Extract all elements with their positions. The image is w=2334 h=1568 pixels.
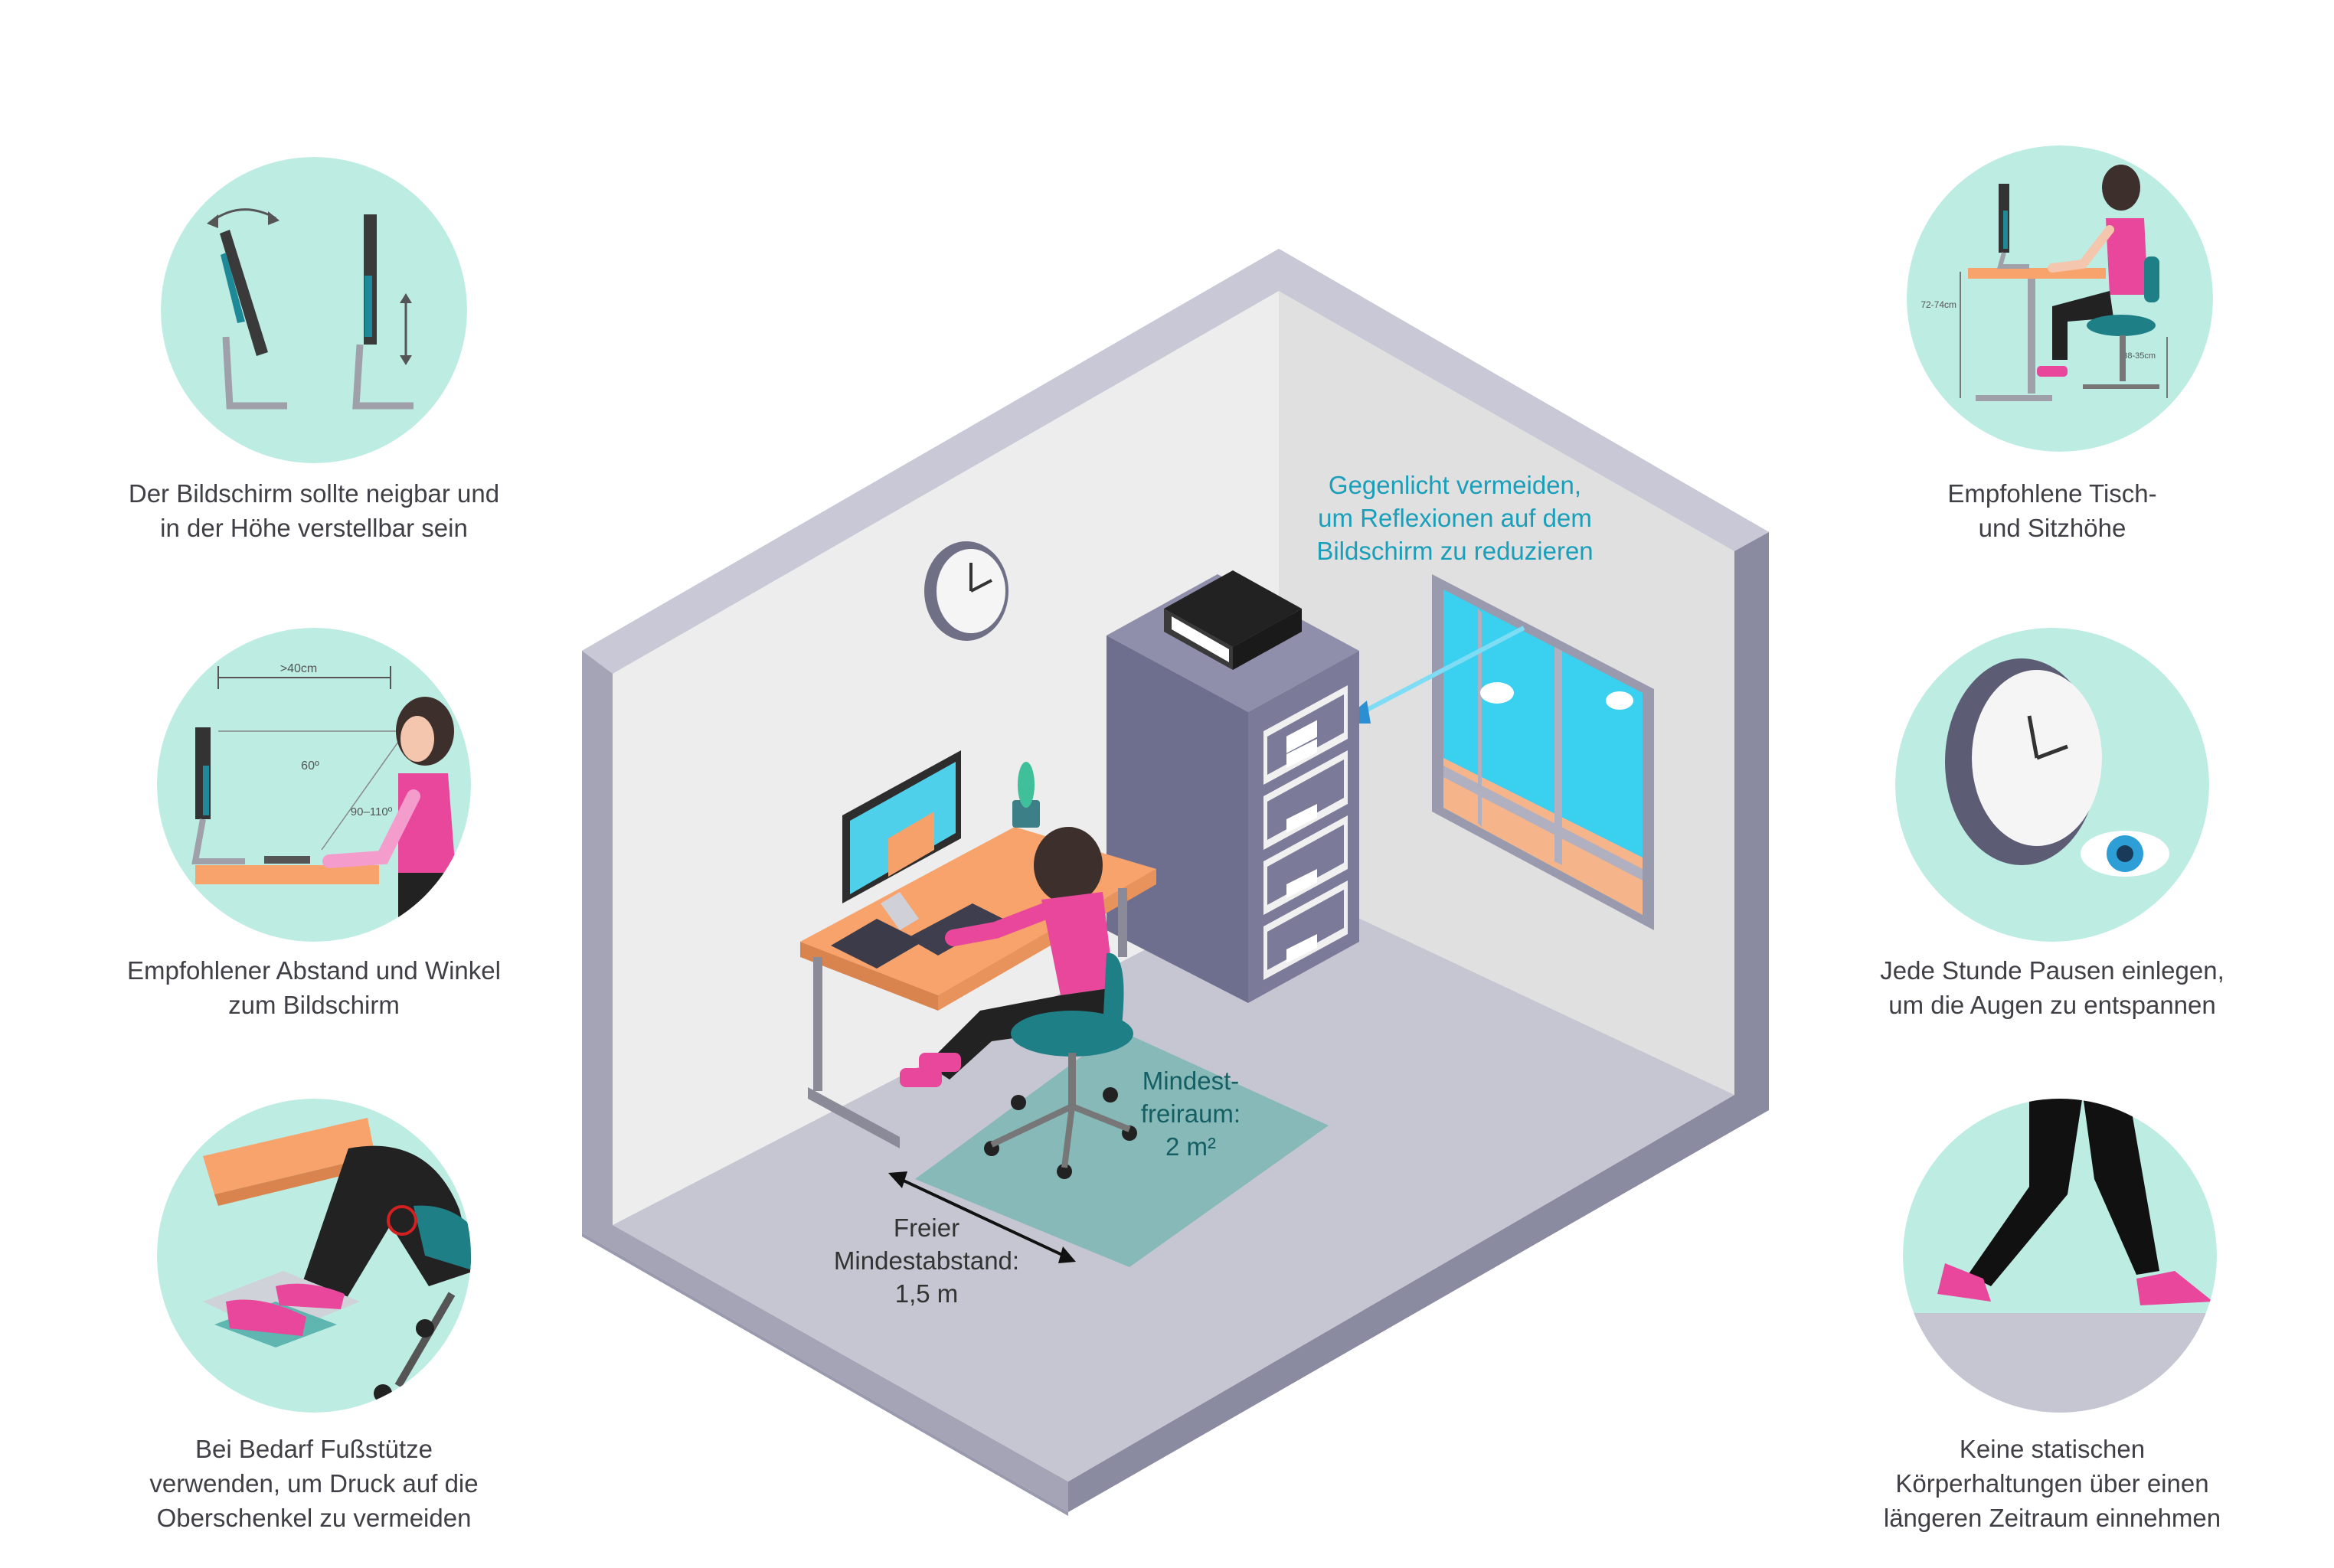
table-height-illustration: 72-74cm 38-35cm xyxy=(1907,145,2213,452)
desk-monitor-icon xyxy=(842,750,961,930)
monitor-adjust-illustration xyxy=(161,157,467,463)
walking-illustration xyxy=(1903,1099,2217,1413)
office-chair-icon xyxy=(984,952,1137,1179)
plant-icon xyxy=(1012,762,1040,828)
room-frame-right xyxy=(1068,249,1769,1512)
caption-monitor-adjust: Der Bildschirm sollte neigbar und in der… xyxy=(128,479,500,542)
free-space-mat xyxy=(915,1030,1329,1267)
distance-angle-illustration: >40cm 60º 90–110º xyxy=(157,628,471,942)
caption-footrest: Bei Bedarf Fußstütze verwenden, um Druck… xyxy=(149,1435,479,1532)
eye-icon xyxy=(2081,831,2169,877)
caption-distance-angle: Empfohlener Abstand und Winkel zum Bilds… xyxy=(127,956,501,1019)
tablet-icon xyxy=(831,919,923,969)
table-height-measure: 72-74cm xyxy=(1920,299,1956,310)
distance-arrow xyxy=(888,1171,1076,1263)
arm-angle-measure: 90–110º xyxy=(351,805,393,818)
filing-cabinet-icon xyxy=(1107,570,1359,1003)
window-icon xyxy=(1432,574,1654,930)
left-wall xyxy=(613,291,1279,1225)
seat-height-measure: 38-35cm xyxy=(2123,351,2156,361)
distance-label: Freier Mindestabstand: 1,5 m xyxy=(833,1214,1020,1308)
distance-measure: >40cm xyxy=(280,662,317,675)
room-base-left xyxy=(582,1233,1068,1516)
footrest-illustration xyxy=(157,1099,471,1413)
caption-breaks: Jede Stunde Pausen einlegen, um die Auge… xyxy=(1880,956,2224,1019)
breaks-illustration xyxy=(1895,628,2209,942)
caption-movement: Keine statischen Körperhaltungen über ei… xyxy=(1883,1435,2221,1532)
room-frame-top xyxy=(582,249,1769,674)
wall-clock-icon xyxy=(924,541,1008,641)
glare-label: Gegenlicht vermeiden, um Reflexionen auf… xyxy=(1316,471,1594,565)
view-angle-measure: 60º xyxy=(301,760,319,773)
free-space-label: Mindest- freiraum: 2 m² xyxy=(1140,1067,1241,1161)
caption-table-seat-height: Empfohlene Tisch- und Sitzhöhe xyxy=(1947,479,2157,542)
